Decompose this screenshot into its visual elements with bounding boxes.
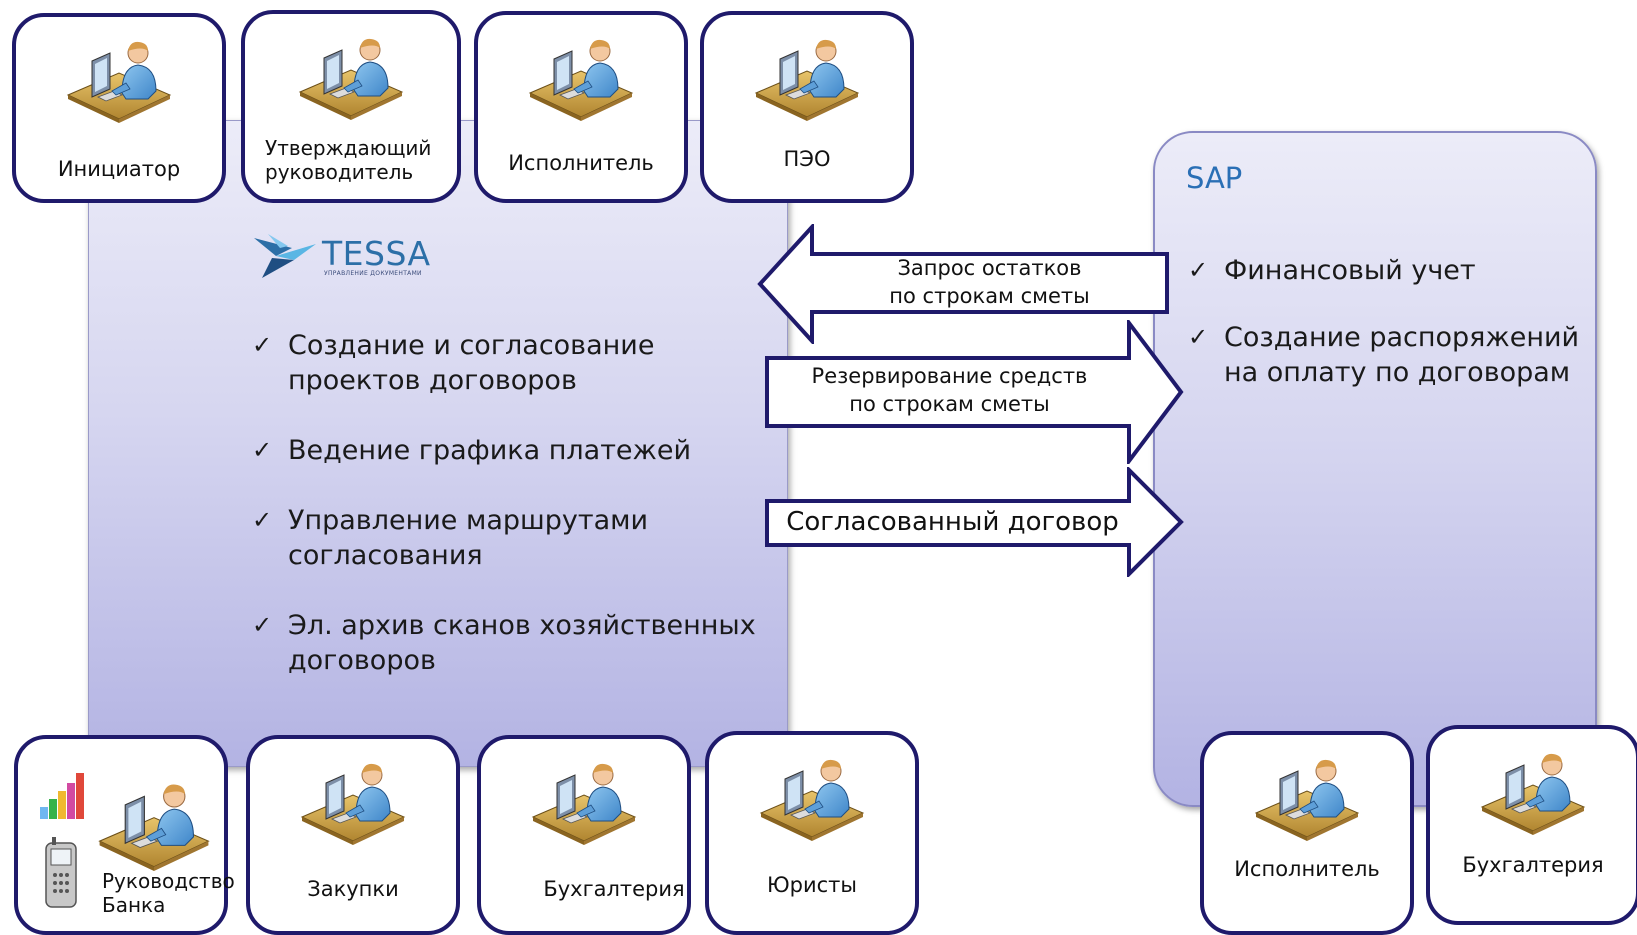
role-card-accounting: Бухгалтерия xyxy=(477,735,691,935)
user-at-workstation-icon xyxy=(298,755,408,845)
role-card-initiator: Инициатор xyxy=(12,13,226,203)
request-arrow-line-2: по строкам сметы xyxy=(889,284,1090,308)
tessa-feature-item: ✓Эл. архив сканов хозяйственных договоро… xyxy=(252,610,756,676)
role-label: Бухгалтерия xyxy=(543,877,685,901)
check-icon: ✓ xyxy=(1188,323,1209,351)
tessa-logo-text: TESSA xyxy=(322,234,431,273)
user-at-workstation-icon xyxy=(1478,745,1588,835)
right-arrow-icon xyxy=(765,465,1184,579)
reserve-arrow: Резервирование средств по строкам сметы xyxy=(764,317,1184,467)
tessa-feature-list: ✓Создание и согласование проектов догово… xyxy=(252,328,772,713)
role-label: Исполнитель xyxy=(508,151,654,175)
role-label: Юристы xyxy=(766,873,857,897)
right-arrow-icon xyxy=(765,317,1184,467)
tessa-feature-item: ✓Ведение графика платежей xyxy=(252,435,692,466)
role-card-executor: Исполнитель xyxy=(474,11,688,203)
approved-contract-label: Согласованный договор xyxy=(786,507,1119,537)
user-at-workstation-icon xyxy=(1252,751,1362,841)
sap-feature-item: ✓Финансовый учет xyxy=(1188,255,1476,286)
role-card-sap-executor: Исполнитель xyxy=(1200,731,1414,935)
check-icon: ✓ xyxy=(252,331,273,359)
request-arrow-line-1: Запрос остатков xyxy=(897,256,1082,280)
user-at-workstation-icon xyxy=(94,775,214,871)
user-at-workstation-icon xyxy=(526,31,636,121)
role-label: ПЭО xyxy=(783,147,831,171)
bar-chart-icon xyxy=(40,773,84,819)
reserve-arrow-line-2: по строкам сметы xyxy=(849,392,1050,416)
tessa-logo: TESSA УПРАВЛЕНИЕ ДОКУМЕНТАМИ xyxy=(254,226,454,284)
role-card-bank-management: Руководство Банка xyxy=(14,735,235,935)
tessa-feature-item: ✓Управление маршрутами согласования xyxy=(252,505,649,571)
role-label: Бухгалтерия xyxy=(1462,853,1604,877)
check-icon: ✓ xyxy=(252,611,273,639)
sap-title: SAP xyxy=(1186,161,1243,195)
sap-feature-item: ✓Создание распоряжений на оплату по дого… xyxy=(1188,322,1580,388)
role-card-peo: ПЭО xyxy=(700,11,914,203)
sap-panel xyxy=(1153,131,1597,807)
check-icon: ✓ xyxy=(252,436,273,464)
role-card-approving-manager: Утверждающий руководитель xyxy=(241,10,461,203)
role-label: Инициатор xyxy=(57,157,181,181)
role-label: Исполнитель xyxy=(1234,857,1380,881)
approved-contract-arrow: Согласованный договор xyxy=(764,465,1184,579)
tessa-feature-item: ✓Создание и согласование проектов догово… xyxy=(252,330,655,396)
check-icon: ✓ xyxy=(252,506,273,534)
tessa-logo-subtitle: УПРАВЛЕНИЕ ДОКУМЕНТАМИ xyxy=(324,270,422,277)
user-at-workstation-icon xyxy=(64,33,174,123)
role-card-procurement: Закупки xyxy=(246,735,460,935)
check-icon: ✓ xyxy=(1188,256,1209,284)
user-at-workstation-icon xyxy=(757,751,867,841)
user-at-workstation-icon xyxy=(752,31,862,121)
tessa-panel xyxy=(88,120,788,767)
reserve-arrow-line-1: Резервирование средств xyxy=(811,364,1088,388)
user-at-workstation-icon xyxy=(296,30,406,120)
role-card-sap-accounting: Бухгалтерия xyxy=(1426,725,1637,925)
role-card-lawyers: Юристы xyxy=(705,731,919,935)
role-label: Утверждающий руководитель xyxy=(265,136,432,184)
left-arrow-icon xyxy=(757,221,1169,347)
user-at-workstation-icon xyxy=(529,755,639,845)
sap-feature-list: ✓Финансовый учет ✓Создание распоряжений … xyxy=(1188,253,1588,422)
mobile-phone-icon xyxy=(45,837,77,908)
role-label: Руководство Банка xyxy=(102,869,235,917)
role-label: Закупки xyxy=(307,877,399,901)
request-arrow: Запрос остатков по строкам сметы xyxy=(757,221,1170,347)
tessa-bird-icon xyxy=(254,234,316,278)
